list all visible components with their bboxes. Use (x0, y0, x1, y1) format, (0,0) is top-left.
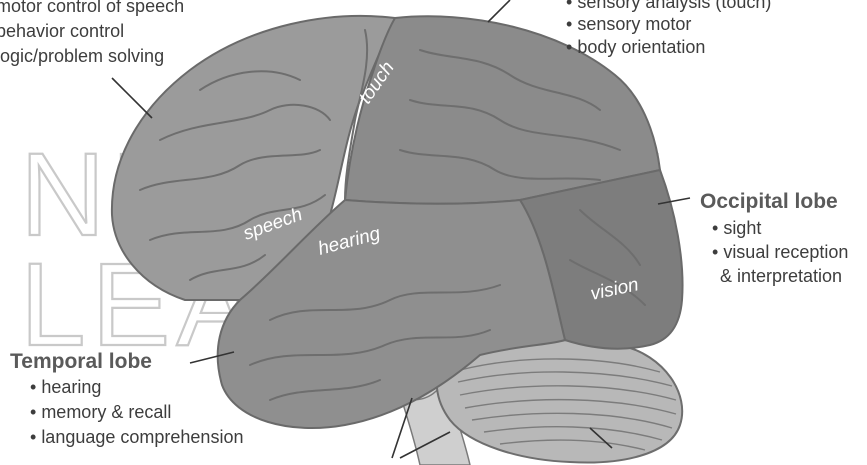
occipital-bullet-2: • visual reception (712, 242, 848, 262)
temporal-bullet-1: • hearing (30, 377, 101, 397)
parietal-bullet-3: • body orientation (566, 37, 705, 57)
occipital-bullet-1: • sight (712, 218, 761, 238)
temporal-bullet-2: • memory & recall (30, 402, 171, 422)
leader-parietal (488, 0, 510, 22)
parietal-bullet-2: • sensory motor (566, 14, 691, 34)
occipital-bullet-3: & interpretation (720, 266, 842, 286)
occipital-title: Occipital lobe (700, 190, 838, 213)
occipital-label: Occipital lobe • sight • visual receptio… (700, 190, 848, 286)
temporal-title: Temporal lobe (10, 350, 152, 373)
frontal-bullet-2: behavior control (0, 21, 124, 41)
leader-frontal (112, 78, 152, 118)
frontal-bullet-1: motor control of speech (0, 0, 184, 16)
parietal-bullets: • sensory analysis (touch) • sensory mot… (566, 0, 771, 57)
parietal-bullet-1: • sensory analysis (touch) (566, 0, 771, 12)
frontal-bullet-3: logic/problem solving (0, 46, 164, 66)
frontal-bullets: motor control of speech behavior control… (0, 0, 184, 66)
temporal-bullet-3: • language comprehension (30, 427, 243, 447)
